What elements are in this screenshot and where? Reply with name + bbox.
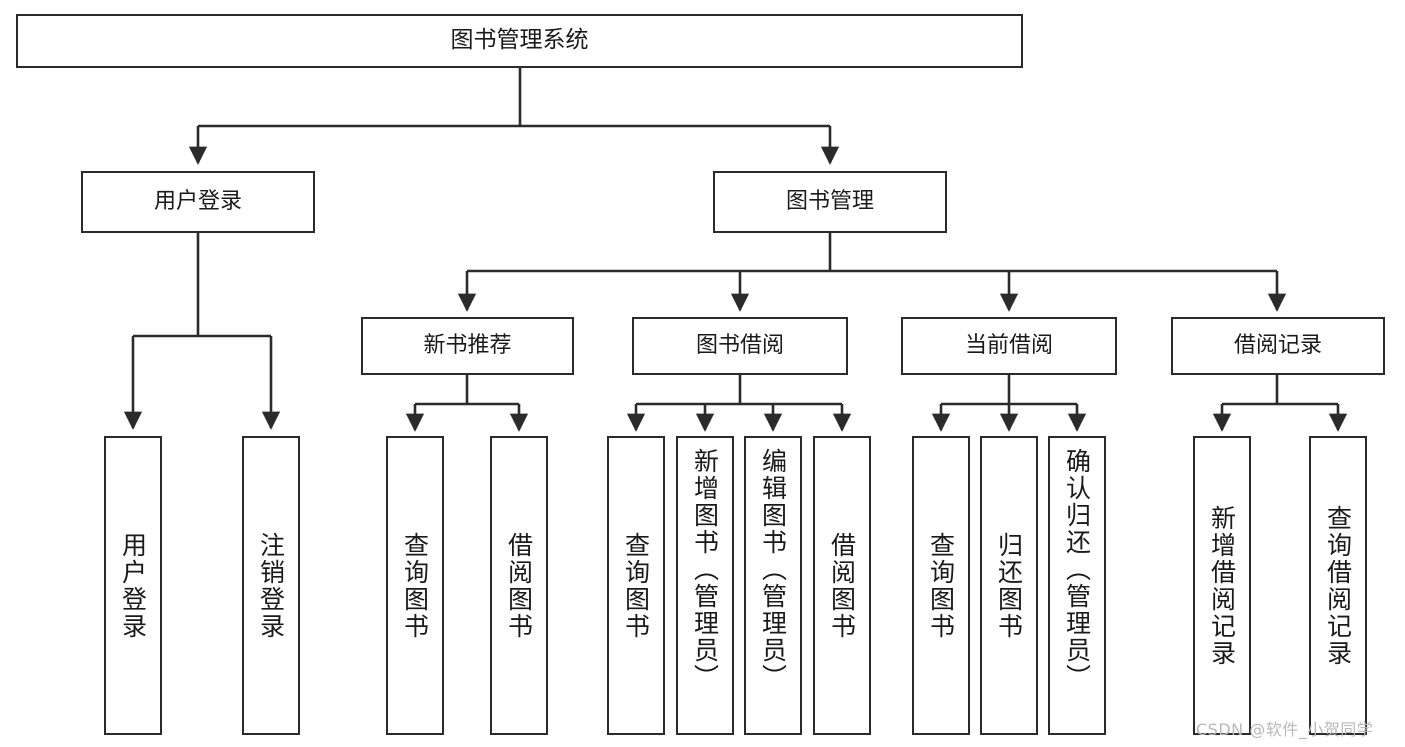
node-leaf-return-book[interactable]: 归还图书 xyxy=(980,436,1038,735)
node-leaf-query-record[interactable]: 查询借阅记录 xyxy=(1309,436,1367,735)
node-current-borrow-label: 当前借阅 xyxy=(964,333,1053,359)
node-leaf-borrow-book-2[interactable]: 借阅图书 xyxy=(813,436,871,735)
node-borrow-record-label: 借阅记录 xyxy=(1233,333,1322,359)
node-leaf-borrow-book-1-label: 借阅图书 xyxy=(504,531,534,640)
node-book-borrow[interactable]: 图书借阅 xyxy=(632,317,848,375)
node-leaf-add-book[interactable]: 新增图书（管理员） xyxy=(676,436,734,735)
node-leaf-query-book-3[interactable]: 查询图书 xyxy=(912,436,970,735)
node-book-borrow-label: 图书借阅 xyxy=(695,333,784,359)
node-leaf-borrow-book-1[interactable]: 借阅图书 xyxy=(490,436,548,735)
node-leaf-borrow-book-2-label: 借阅图书 xyxy=(827,531,857,640)
node-user-login-label: 用户登录 xyxy=(153,189,242,215)
node-root[interactable]: 图书管理系统 xyxy=(16,14,1023,68)
node-borrow-record[interactable]: 借阅记录 xyxy=(1171,317,1385,375)
node-leaf-add-record-label: 新增借阅记录 xyxy=(1207,504,1237,667)
node-leaf-query-book-2[interactable]: 查询图书 xyxy=(607,436,665,735)
csdn-watermark: CSDN @软件_小贺同学 xyxy=(1196,720,1374,739)
node-current-borrow[interactable]: 当前借阅 xyxy=(901,317,1117,375)
node-new-book-rec[interactable]: 新书推荐 xyxy=(361,317,574,375)
node-new-book-rec-label: 新书推荐 xyxy=(423,333,512,359)
node-leaf-query-book-1[interactable]: 查询图书 xyxy=(386,436,444,735)
node-leaf-query-book-3-label: 查询图书 xyxy=(926,531,956,640)
node-leaf-add-record[interactable]: 新增借阅记录 xyxy=(1193,436,1251,735)
node-leaf-query-book-1-label: 查询图书 xyxy=(400,531,430,640)
node-leaf-query-record-label: 查询借阅记录 xyxy=(1323,504,1353,667)
node-user-login[interactable]: 用户登录 xyxy=(81,171,315,233)
node-leaf-user-login-label: 用户登录 xyxy=(118,531,148,640)
node-book-manage[interactable]: 图书管理 xyxy=(713,171,947,233)
node-leaf-confirm-return[interactable]: 确认归还（管理员） xyxy=(1048,436,1106,735)
node-leaf-user-logout[interactable]: 注销登录 xyxy=(242,436,300,735)
node-leaf-user-login[interactable]: 用户登录 xyxy=(104,436,162,735)
node-leaf-user-logout-label: 注销登录 xyxy=(256,531,286,640)
node-leaf-edit-book-label: 编辑图书（管理员） xyxy=(758,448,788,691)
node-leaf-query-book-2-label: 查询图书 xyxy=(621,531,651,640)
node-leaf-return-book-label: 归还图书 xyxy=(994,531,1024,640)
node-root-label: 图书管理系统 xyxy=(450,27,589,54)
node-book-manage-label: 图书管理 xyxy=(785,189,874,215)
node-leaf-confirm-return-label: 确认归还（管理员） xyxy=(1062,448,1092,691)
node-leaf-edit-book[interactable]: 编辑图书（管理员） xyxy=(744,436,802,735)
node-leaf-add-book-label: 新增图书（管理员） xyxy=(690,448,720,691)
